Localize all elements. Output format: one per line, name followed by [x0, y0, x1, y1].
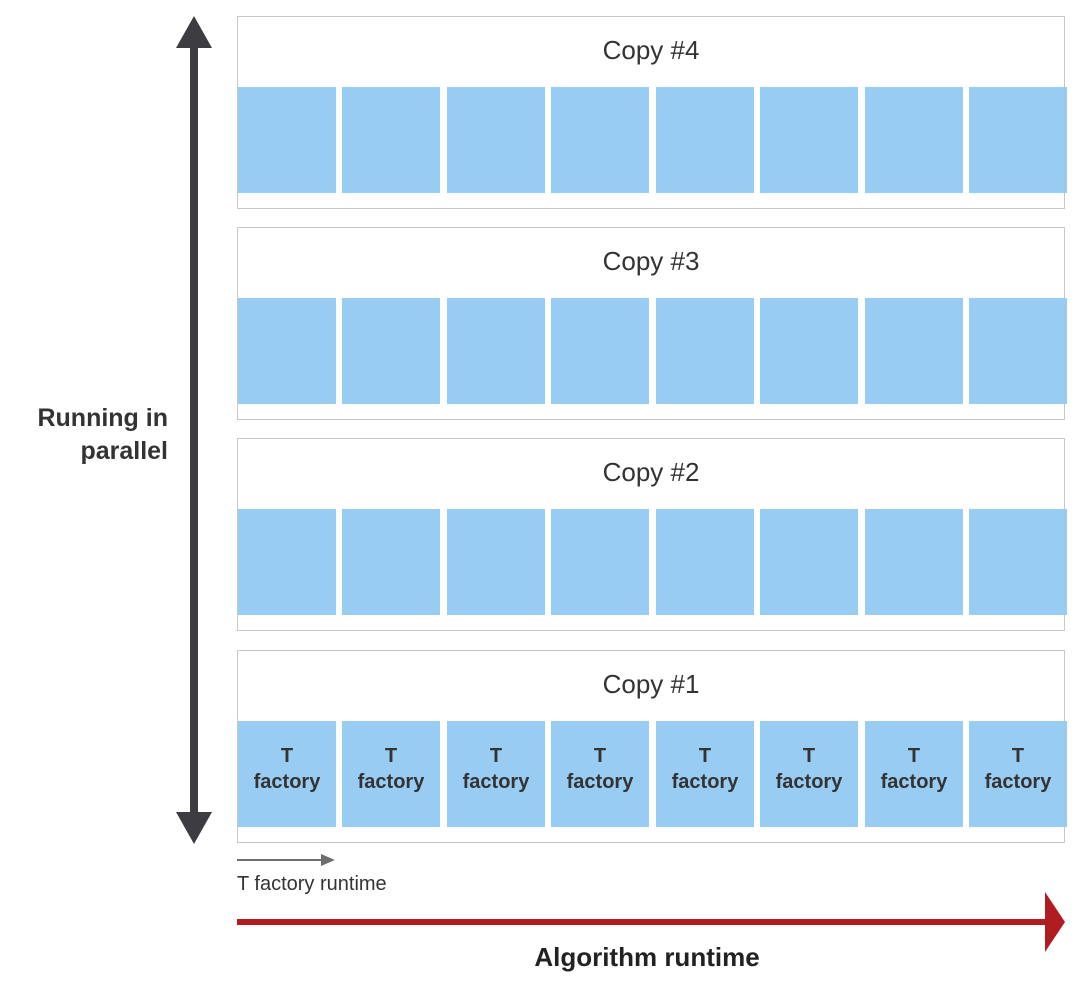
- t-factory-block: [969, 87, 1067, 193]
- copy-panel-4: Copy #4: [237, 16, 1067, 209]
- block-label-line1: T: [698, 745, 712, 767]
- t-factory-block: [656, 509, 754, 615]
- block-label-line2: factory: [357, 771, 425, 793]
- block-label-line2: factory: [984, 771, 1052, 793]
- copy-panel-1: Copy #1 T factory T factory T factory T …: [237, 650, 1067, 843]
- copy-title: Copy #3: [602, 246, 700, 276]
- t-factory-block: [551, 298, 649, 404]
- t-factory-block: [551, 509, 649, 615]
- vertical-axis-label-line1: Running in: [37, 404, 168, 432]
- t-factory-block: [760, 87, 858, 193]
- t-factory-block: [447, 298, 545, 404]
- copy-title: Copy #2: [602, 457, 700, 487]
- block-label-line1: T: [1011, 745, 1025, 767]
- block-label-line1: T: [489, 745, 503, 767]
- t-factory-block: T factory: [656, 721, 754, 827]
- block-label-line2: factory: [566, 771, 634, 793]
- t-factory-block: [342, 87, 440, 193]
- block-label-line1: T: [280, 745, 294, 767]
- t-factory-block: [969, 509, 1067, 615]
- block-label-line2: factory: [880, 771, 948, 793]
- t-factory-block: T factory: [760, 721, 858, 827]
- block-label-line1: T: [593, 745, 607, 767]
- t-factory-block: [865, 509, 963, 615]
- algorithm-runtime-arrow-icon: [237, 892, 1065, 952]
- t-factory-block: [342, 509, 440, 615]
- t-factory-block: [656, 298, 754, 404]
- block-row: [238, 298, 1067, 404]
- block-label-line2: factory: [775, 771, 843, 793]
- t-factory-block: [760, 298, 858, 404]
- vertical-axis-label-line2: parallel: [80, 437, 168, 465]
- t-factory-block: [238, 298, 336, 404]
- t-factory-block: [551, 87, 649, 193]
- t-factory-block: T factory: [865, 721, 963, 827]
- t-factory-block: [238, 509, 336, 615]
- t-factory-block: [447, 509, 545, 615]
- algorithm-runtime-label: Algorithm runtime: [534, 942, 760, 972]
- block-label-line1: T: [384, 745, 398, 767]
- block-label-line2: factory: [462, 771, 530, 793]
- t-factory-block: [238, 87, 336, 193]
- t-factory-block: [865, 87, 963, 193]
- block-label-line2: factory: [671, 771, 739, 793]
- copy-panel-3: Copy #3: [237, 227, 1067, 420]
- t-factory-block: [342, 298, 440, 404]
- vertical-double-arrow-icon: [176, 16, 212, 844]
- vertical-axis-label: Running in parallel: [0, 402, 168, 468]
- copy-title: Copy #1: [602, 669, 700, 699]
- block-row: [238, 509, 1067, 615]
- t-factory-block: T factory: [447, 721, 545, 827]
- block-row: T factory T factory T factory T factory …: [238, 721, 1067, 827]
- block-row: [238, 87, 1067, 193]
- t-factory-block: [656, 87, 754, 193]
- t-factory-block: [865, 298, 963, 404]
- t-factory-block: T factory: [551, 721, 649, 827]
- t-factory-runtime-arrow-icon: [237, 854, 335, 866]
- t-factory-block: [447, 87, 545, 193]
- t-factory-block: [969, 298, 1067, 404]
- copy-title: Copy #4: [602, 35, 700, 65]
- t-factory-block: T factory: [969, 721, 1067, 827]
- t-factory-block: [760, 509, 858, 615]
- t-factory-block: T factory: [238, 721, 336, 827]
- block-label-line1: T: [907, 745, 921, 767]
- block-label-line1: T: [802, 745, 816, 767]
- copy-panel-2: Copy #2: [237, 438, 1067, 631]
- t-factory-block: T factory: [342, 721, 440, 827]
- t-factory-runtime-label: T factory runtime: [237, 873, 387, 895]
- block-label-line2: factory: [253, 771, 321, 793]
